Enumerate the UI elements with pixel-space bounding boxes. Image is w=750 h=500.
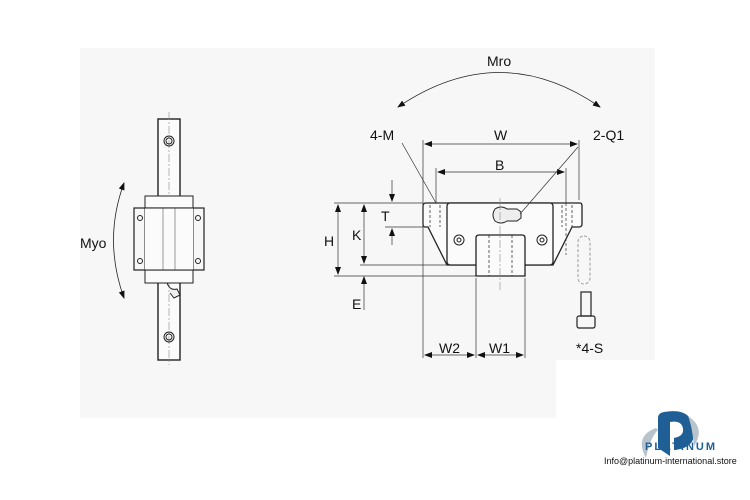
2-q1-label: 2-Q1 [593,127,625,143]
4-m-label: 4-M [370,127,395,143]
b-label: B [495,157,505,173]
contact-email: Info@platinum-international.store [604,456,737,466]
logo-area-background [556,360,656,420]
mro-arc [397,72,601,108]
k-label: K [352,227,362,243]
dimension-lines [334,140,580,358]
platinum-logo-icon [641,411,699,458]
w1-label: W1 [489,340,510,356]
side-view [113,112,205,365]
4-s-label: *4-S [576,340,604,356]
h-label: H [324,233,335,249]
e-label: E [352,296,362,312]
w2-label: W2 [439,340,460,356]
myo-label: Myo [80,235,107,251]
front-view [422,198,596,329]
w-label: W [494,127,508,143]
mro-label: Mro [487,53,512,69]
t-label: T [381,208,390,224]
brand-name: PLATINUM [645,441,718,453]
